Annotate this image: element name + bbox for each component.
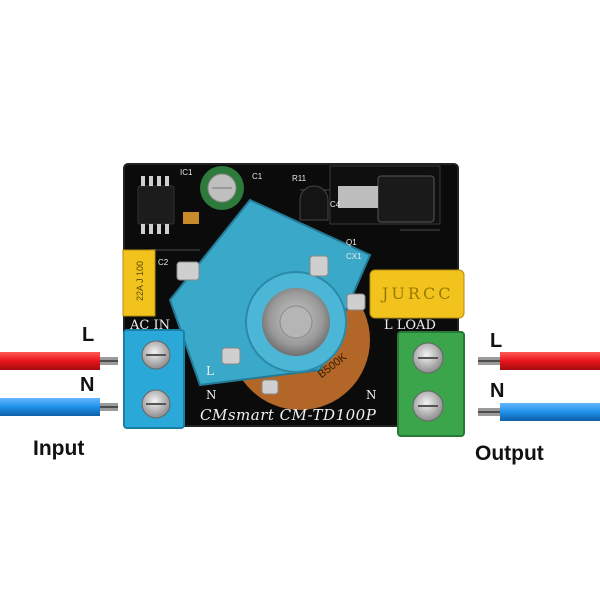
silkscreen-load: L LOAD xyxy=(384,318,436,333)
silkscreen-cx1: CX1 xyxy=(346,252,362,261)
input-line-N-label: N xyxy=(80,374,95,396)
input-wire-N xyxy=(0,398,100,416)
yellow-capacitor-big xyxy=(369,269,465,319)
input-wires xyxy=(0,352,118,416)
transistor-q1 xyxy=(299,185,329,221)
input-line-L-label: L xyxy=(82,324,95,346)
terminal-block-output xyxy=(397,331,465,437)
cap-small-marking: 22A J 100 xyxy=(135,260,145,302)
input-wire-L xyxy=(0,352,100,370)
silkscreen-c1: C1 xyxy=(252,172,263,181)
output-line-N-label: N xyxy=(490,380,505,402)
silkscreen-c4: C4 xyxy=(330,200,341,209)
cap-big-marking: JURCC xyxy=(382,284,454,303)
potentiometer xyxy=(168,198,372,395)
silkscreen-pin-L-in: L xyxy=(206,364,214,378)
output-wire-L xyxy=(500,352,600,370)
silkscreen-ic1: IC1 xyxy=(180,168,193,177)
output-line-L-label: L xyxy=(490,330,503,352)
silkscreen-ac-in: AC IN xyxy=(130,318,170,333)
silkscreen-pin-N-out: N xyxy=(366,388,377,402)
yellow-capacitor-small xyxy=(122,249,156,317)
silkscreen-pin-N-in: N xyxy=(206,388,217,402)
silkscreen-q1: Q1 xyxy=(346,238,357,247)
triac-heatsink xyxy=(329,165,441,225)
terminal-block-input xyxy=(123,329,185,429)
silkscreen-brand: CMsmart CM-TD100P xyxy=(200,406,377,424)
output-wires xyxy=(478,352,600,421)
silkscreen-r11: R11 xyxy=(292,174,307,183)
ic-chip xyxy=(137,176,175,234)
silkscreen-c2: C2 xyxy=(158,258,169,267)
smd-resistor xyxy=(183,212,199,224)
electrolytic-capacitor xyxy=(200,166,244,210)
input-label: Input xyxy=(33,437,85,460)
output-wire-N xyxy=(500,403,600,421)
output-label: Output xyxy=(475,442,544,465)
